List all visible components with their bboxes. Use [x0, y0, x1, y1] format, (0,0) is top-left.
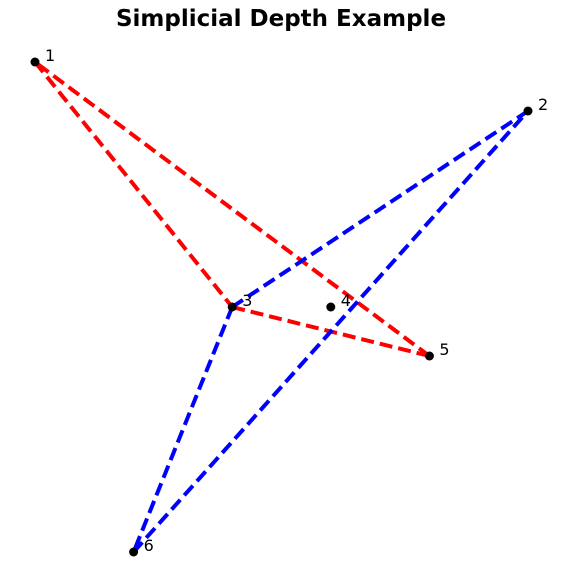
- point-marker-3: [227, 302, 237, 312]
- point-label-2: 2: [538, 95, 548, 114]
- point-label-6: 6: [144, 536, 154, 555]
- diagram-title: Simplicial Depth Example: [115, 6, 447, 32]
- point-label-5: 5: [439, 340, 449, 359]
- point-marker-4: [326, 302, 336, 312]
- point-label-4: 4: [341, 291, 351, 310]
- point-labels: 1 2 3 4 5 6: [45, 46, 548, 555]
- blue-triangle-edge-6-2: [132, 109, 530, 554]
- point-marker-1: [30, 57, 40, 67]
- blue-triangle-edge-2-3: [231, 109, 530, 309]
- triangle-edges: [33, 60, 530, 554]
- red-triangle-edge-1-3: [33, 60, 234, 309]
- point-label-1: 1: [45, 46, 55, 65]
- point-label-3: 3: [242, 291, 252, 310]
- point-marker-5: [424, 351, 434, 361]
- blue-triangle-edge-3-6: [131, 306, 235, 553]
- point-marker-2: [523, 106, 533, 116]
- point-marker-6: [129, 547, 139, 557]
- red-triangle-edge-5-1: [33, 60, 431, 358]
- point-markers: [30, 57, 533, 557]
